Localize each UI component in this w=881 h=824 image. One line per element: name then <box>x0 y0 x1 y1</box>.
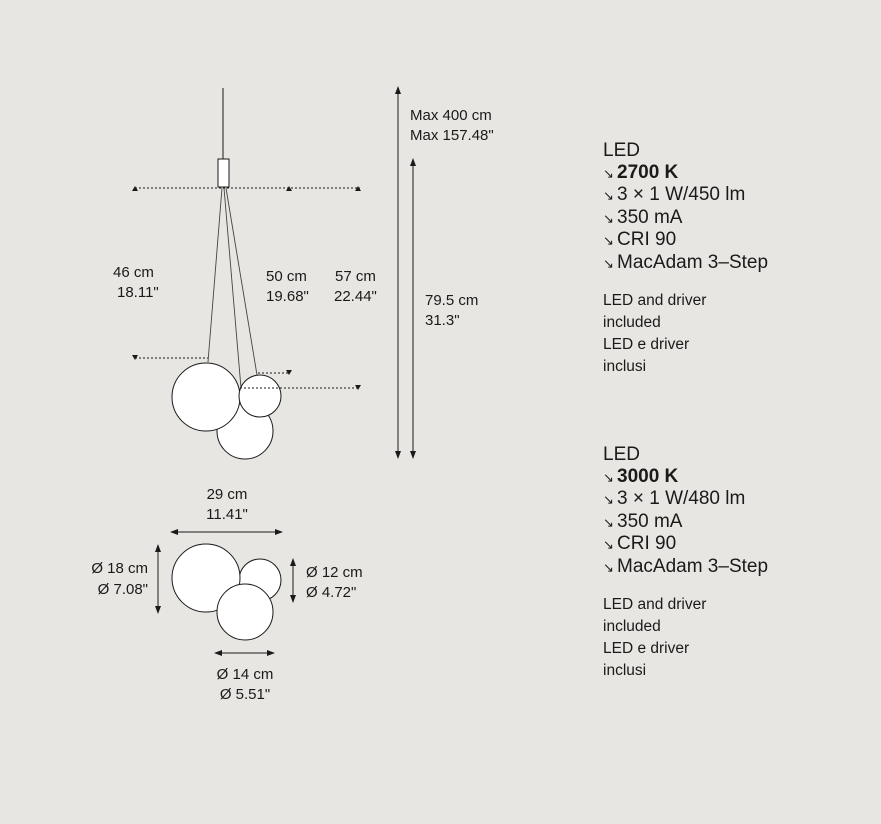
arrow-down-right-icon: ↘ <box>603 188 614 203</box>
spec-title: LED <box>603 444 640 465</box>
dim-max-cm: Max 400 cm <box>410 107 492 124</box>
spec-block-3000k: LED ↘3000 K ↘3 × 1 W/480 lm ↘350 mA ↘CRI… <box>603 444 768 682</box>
note-line: LED e driver <box>603 336 690 353</box>
top-view: 29 cm 11.41" Ø 18 cm Ø 7.08" Ø 12 cm Ø 4… <box>91 486 362 703</box>
dim-46-in: 18.11" <box>117 284 159 301</box>
spec-color-temp: 3000 K <box>617 465 679 487</box>
spec-title: LED <box>603 140 640 161</box>
dim-height-cm: 79.5 cm <box>425 292 478 309</box>
spec-current: 350 mA <box>617 510 683 532</box>
spec-block-2700k: LED ↘2700 K ↘3 × 1 W/450 lm ↘350 mA ↘CRI… <box>603 140 768 378</box>
cable-50 <box>225 187 258 376</box>
globe-small <box>238 374 282 418</box>
cable-46 <box>207 187 223 363</box>
dim-diam-small-cm: Ø 12 cm <box>306 564 363 581</box>
spec-macadam: MacAdam 3–Step <box>617 251 769 273</box>
arrow-down-right-icon: ↘ <box>603 559 614 575</box>
dim-height-in: 31.3" <box>425 312 460 329</box>
dim-width-cm: 29 cm <box>207 486 248 503</box>
spec-macadam: MacAdam 3–Step <box>617 555 769 577</box>
dim-max-in: Max 157.48" <box>410 127 494 144</box>
globe-large <box>171 362 241 432</box>
spec-cri: CRI 90 <box>617 533 677 554</box>
note-line: included <box>603 314 661 331</box>
arrow-down-right-icon: ↘ <box>603 514 614 530</box>
arrow-down-right-icon: ↘ <box>603 210 614 226</box>
spec-color-temp: 2700 K <box>617 161 679 183</box>
cable-57 <box>223 187 242 389</box>
note-line: LED and driver <box>603 596 707 613</box>
dim-width-in: 11.41" <box>206 506 248 523</box>
canopy <box>217 158 230 188</box>
dim-diam-medium-in: Ø 5.51" <box>220 686 270 703</box>
dim-46-cm: 46 cm <box>113 264 154 281</box>
dim-57-in: 22.44" <box>334 288 377 305</box>
dim-diam-small-in: Ø 4.72" <box>306 584 356 601</box>
arrow-down-right-icon: ↘ <box>603 255 614 271</box>
note-line: LED e driver <box>603 640 690 657</box>
dim-diam-large-in: Ø 7.08" <box>98 581 148 598</box>
dim-diam-large-cm: Ø 18 cm <box>91 560 148 577</box>
arrow-down-right-icon: ↘ <box>603 165 614 181</box>
spec-power: 3 × 1 W/450 lm <box>617 184 746 205</box>
note-line: inclusi <box>603 662 647 679</box>
dim-50-in: 19.68" <box>266 288 309 305</box>
note-line: LED and driver <box>603 292 707 309</box>
arrow-down-right-icon: ↘ <box>603 537 614 552</box>
arrow-down-right-icon: ↘ <box>603 469 614 485</box>
spec-cri: CRI 90 <box>617 229 677 250</box>
spec-current: 350 mA <box>617 206 683 228</box>
dim-diam-medium-cm: Ø 14 cm <box>217 666 274 683</box>
globe-medium <box>216 583 274 641</box>
spec-notes: LED and driver included LED e driver inc… <box>603 290 768 378</box>
dim-57-cm: 57 cm <box>335 268 376 285</box>
note-line: inclusi <box>603 358 647 375</box>
reference-arrow-icons <box>132 186 361 191</box>
spec-power: 3 × 1 W/480 lm <box>617 488 746 509</box>
arrow-down-right-icon: ↘ <box>603 492 614 507</box>
spec-notes: LED and driver included LED e driver inc… <box>603 594 768 682</box>
arrow-down-right-icon: ↘ <box>603 233 614 248</box>
side-view: 46 cm 18.11" 50 cm 19.68" 57 cm 22.44" M… <box>113 86 494 460</box>
dim-50-cm: 50 cm <box>266 268 307 285</box>
note-line: included <box>603 618 661 635</box>
